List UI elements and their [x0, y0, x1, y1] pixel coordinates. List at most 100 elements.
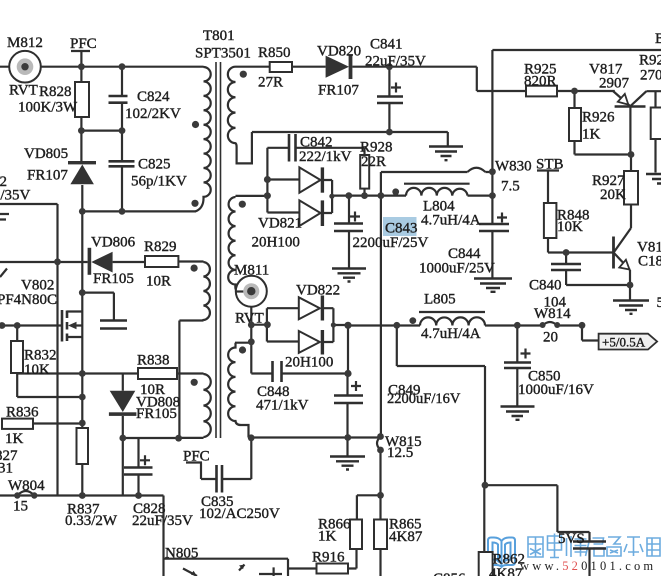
svg-text:VD806: VD806 — [91, 235, 136, 251]
svg-text:1K: 1K — [5, 431, 24, 447]
svg-text:FR105: FR105 — [93, 271, 134, 287]
svg-text:1K: 1K — [582, 127, 601, 143]
svg-text:10K: 10K — [557, 219, 583, 235]
svg-text:102/2KV: 102/2KV — [125, 106, 181, 122]
svg-text:22uF/35V: 22uF/35V — [132, 513, 193, 529]
svg-text:471/1kV: 471/1kV — [256, 398, 309, 414]
svg-text:L804: L804 — [423, 199, 455, 215]
svg-text:0.33/2W: 0.33/2W — [65, 513, 118, 529]
svg-text:56p/1KV: 56p/1KV — [131, 174, 187, 190]
svg-text:22: 22 — [0, 174, 7, 190]
svg-text:1000uF/25V: 1000uF/25V — [419, 261, 495, 277]
svg-text:R866: R866 — [318, 517, 351, 533]
svg-text:+5/0.5A: +5/0.5A — [602, 335, 646, 350]
svg-text:C849: C849 — [388, 383, 421, 399]
svg-text:C824: C824 — [137, 89, 170, 105]
svg-text:V817: V817 — [589, 62, 623, 78]
svg-text:RVT: RVT — [9, 83, 38, 99]
svg-text:R916: R916 — [312, 550, 345, 566]
svg-text:F/35V: F/35V — [0, 188, 31, 204]
svg-text:R837: R837 — [67, 502, 100, 518]
svg-text:R848: R848 — [557, 208, 590, 224]
svg-text:C856: C856 — [433, 571, 466, 576]
svg-text:RVT: RVT — [235, 311, 264, 327]
svg-text:L805: L805 — [424, 292, 456, 308]
svg-text:W830: W830 — [495, 159, 532, 175]
svg-text:7.5: 7.5 — [501, 179, 520, 195]
svg-text:R836: R836 — [6, 405, 39, 421]
svg-text:4.7uH/4A: 4.7uH/4A — [421, 326, 481, 342]
svg-text:R829: R829 — [144, 239, 177, 255]
svg-text:M811: M811 — [234, 263, 269, 279]
svg-text:20: 20 — [543, 330, 558, 346]
svg-text:C848: C848 — [257, 384, 290, 400]
svg-text:104: 104 — [544, 295, 567, 311]
svg-text:20K: 20K — [600, 187, 626, 203]
svg-text:N805: N805 — [165, 546, 198, 562]
svg-text:R925: R925 — [639, 53, 661, 69]
svg-text:C840: C840 — [529, 278, 562, 294]
svg-text:31: 31 — [0, 461, 13, 477]
svg-text:M812: M812 — [7, 35, 43, 51]
svg-text:R926: R926 — [582, 110, 615, 126]
svg-text:C844: C844 — [448, 246, 481, 262]
svg-text:PFC: PFC — [70, 36, 97, 52]
svg-text:R928: R928 — [360, 140, 393, 156]
svg-text:1K: 1K — [318, 529, 337, 545]
svg-text:C835: C835 — [201, 494, 234, 510]
svg-text:VD821: VD821 — [258, 216, 302, 232]
svg-text:B: B — [655, 31, 661, 47]
svg-text:10R: 10R — [146, 274, 171, 290]
svg-text:W815: W815 — [385, 434, 422, 450]
svg-text:R832: R832 — [24, 348, 57, 364]
svg-text:1000uF/16V: 1000uF/16V — [518, 382, 594, 398]
svg-text:PF4N80C: PF4N80C — [0, 292, 57, 308]
svg-text:V810: V810 — [637, 240, 661, 256]
svg-text:R838: R838 — [137, 353, 170, 369]
svg-text:5VS: 5VS — [558, 531, 585, 547]
svg-text:22uF/35V: 22uF/35V — [365, 54, 426, 70]
svg-text:10K: 10K — [24, 362, 50, 378]
svg-text:222/1kV: 222/1kV — [299, 149, 352, 165]
svg-text:2702: 2702 — [640, 68, 661, 84]
svg-text:V802: V802 — [21, 278, 54, 294]
svg-text:R925: R925 — [524, 62, 557, 78]
svg-text:100K/3W: 100K/3W — [18, 100, 78, 116]
svg-text:VD822: VD822 — [296, 283, 340, 299]
svg-text:102/AC250V: 102/AC250V — [199, 506, 280, 522]
svg-text:FR107: FR107 — [318, 83, 359, 99]
svg-text:C825: C825 — [138, 157, 171, 173]
svg-text:www.520101.com: www.520101.com — [520, 559, 656, 573]
svg-text:C850: C850 — [528, 369, 561, 385]
svg-text:FR107: FR107 — [27, 168, 68, 184]
svg-text:4.7uH/4A: 4.7uH/4A — [421, 213, 481, 229]
svg-text:4K87: 4K87 — [389, 529, 423, 545]
svg-text:R828: R828 — [39, 84, 72, 100]
svg-text:C828: C828 — [133, 501, 166, 517]
svg-text:827: 827 — [0, 448, 18, 464]
svg-text:20H100: 20H100 — [252, 235, 300, 251]
svg-text:22R: 22R — [361, 154, 386, 170]
svg-text:C841: C841 — [370, 37, 403, 53]
svg-text:20H100: 20H100 — [285, 355, 333, 371]
svg-text:C843: C843 — [385, 221, 418, 237]
svg-text:5V: 5V — [657, 295, 661, 311]
svg-text:VD820: VD820 — [317, 44, 361, 60]
svg-text:FR105: FR105 — [136, 406, 177, 422]
svg-text:R927: R927 — [592, 173, 625, 189]
svg-text:T801: T801 — [203, 28, 235, 44]
svg-text:R862: R862 — [493, 552, 526, 568]
svg-text:R850: R850 — [258, 45, 291, 61]
svg-text:2200uF/16V: 2200uF/16V — [387, 391, 461, 407]
svg-text:4K87: 4K87 — [489, 566, 523, 576]
svg-text:15: 15 — [13, 499, 28, 515]
svg-text:C181: C181 — [638, 254, 661, 270]
svg-text:C842: C842 — [300, 135, 333, 151]
svg-text:2907: 2907 — [599, 76, 630, 92]
svg-text:10R: 10R — [140, 382, 165, 398]
svg-text:SPT3501: SPT3501 — [195, 46, 251, 62]
svg-text:VD805: VD805 — [24, 146, 68, 162]
svg-text:PFC: PFC — [183, 449, 210, 465]
svg-text:VD808: VD808 — [136, 395, 180, 411]
svg-text:820R: 820R — [524, 74, 557, 90]
